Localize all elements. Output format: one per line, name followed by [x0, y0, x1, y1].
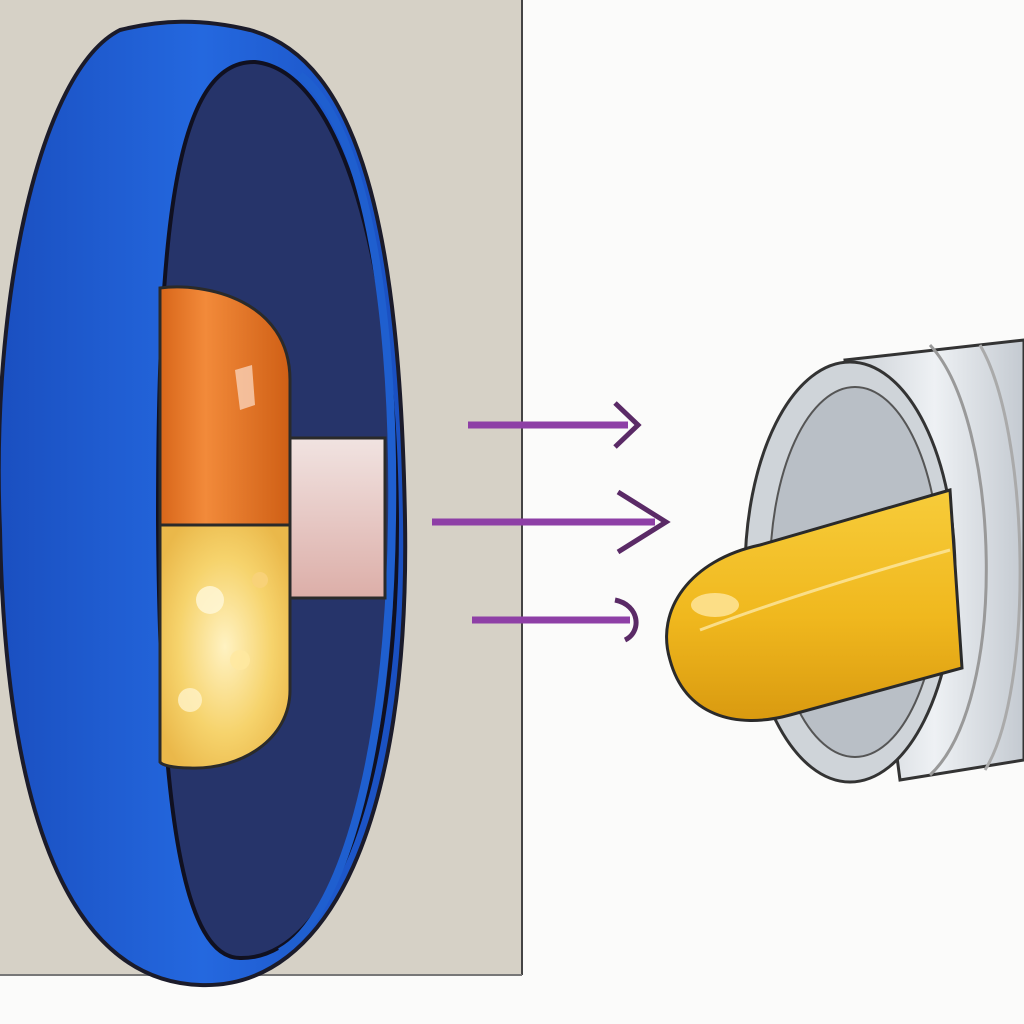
yellow-capsule	[665, 488, 964, 722]
arrows	[432, 401, 671, 643]
arrow-right-icon	[468, 401, 642, 449]
orange-capsule	[158, 285, 292, 770]
connector-block	[283, 436, 387, 600]
arrow-right-icon	[432, 489, 671, 555]
arrow-right-icon	[472, 597, 639, 643]
